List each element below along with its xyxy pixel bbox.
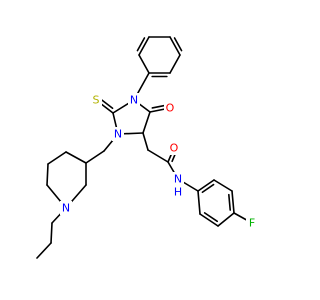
bond-phenyl-2-double — [173, 37, 183, 52]
bond-fphenyl-1-double — [201, 183, 215, 194]
ring-nitrogen-left-label-background — [112, 127, 124, 141]
fluorine-atom-label-background — [246, 216, 258, 230]
bond-layer — [36, 36, 253, 259]
bond-c4-ch2 — [142, 132, 149, 151]
bond-pip-2 — [47, 151, 67, 165]
bond-pip-3 — [46, 163, 49, 186]
ring-nitrogen-left-label: N — [114, 128, 122, 141]
bond-pip-1 — [65, 151, 87, 164]
ring-nitrogen-top-label: N — [130, 94, 138, 107]
bond-propyl-3 — [36, 242, 52, 259]
amide-hydrogen-label: H — [174, 186, 182, 199]
fluorine-atom-label: F — [249, 217, 255, 230]
amide-nitrogen-label-background — [172, 172, 184, 186]
ring-oxygen-atom-label: O — [166, 102, 175, 115]
bond-fphenyl-1 — [197, 179, 215, 192]
bond-fphenyl-5-double — [203, 212, 219, 223]
bond-ring-c4-c5 — [142, 111, 151, 134]
bond-phenyl-3 — [169, 54, 181, 74]
sulfur-atom-label: S — [93, 94, 100, 107]
ring-nitrogen-top-label-background — [128, 93, 140, 107]
bond-fphenyl-6 — [197, 190, 201, 215]
amide-oxygen-label: O — [170, 142, 179, 155]
piperidine-nitrogen-label-background — [60, 201, 72, 215]
ring-oxygen-atom-label-background — [164, 101, 176, 115]
bond-phenyl-6-double — [136, 37, 146, 52]
bond-ring-carbonyl-double — [151, 104, 168, 109]
amide-nitrogen-label: N — [174, 173, 182, 186]
bond-fphenyl-3-double — [228, 193, 232, 211]
bond-fphenyl-4 — [217, 212, 235, 227]
bond-phenyl-6 — [138, 36, 150, 56]
bond-fphenyl-3 — [231, 190, 235, 214]
bond-propyl-2 — [50, 222, 53, 244]
bond-thione-double — [99, 98, 114, 110]
bond-ch2-amide — [147, 149, 169, 163]
piperidine-nitrogen-label: N — [62, 202, 70, 215]
amide-oxygen-label-background — [168, 141, 180, 155]
bond-ch2-piperidine — [85, 150, 105, 164]
bond-phenyl-5 — [138, 54, 150, 74]
bond-phenyl-2 — [169, 36, 181, 56]
sulfur-atom-label-background — [90, 93, 102, 107]
bond-fphenyl-2 — [213, 179, 233, 192]
bond-fphenyl-5 — [199, 213, 219, 227]
